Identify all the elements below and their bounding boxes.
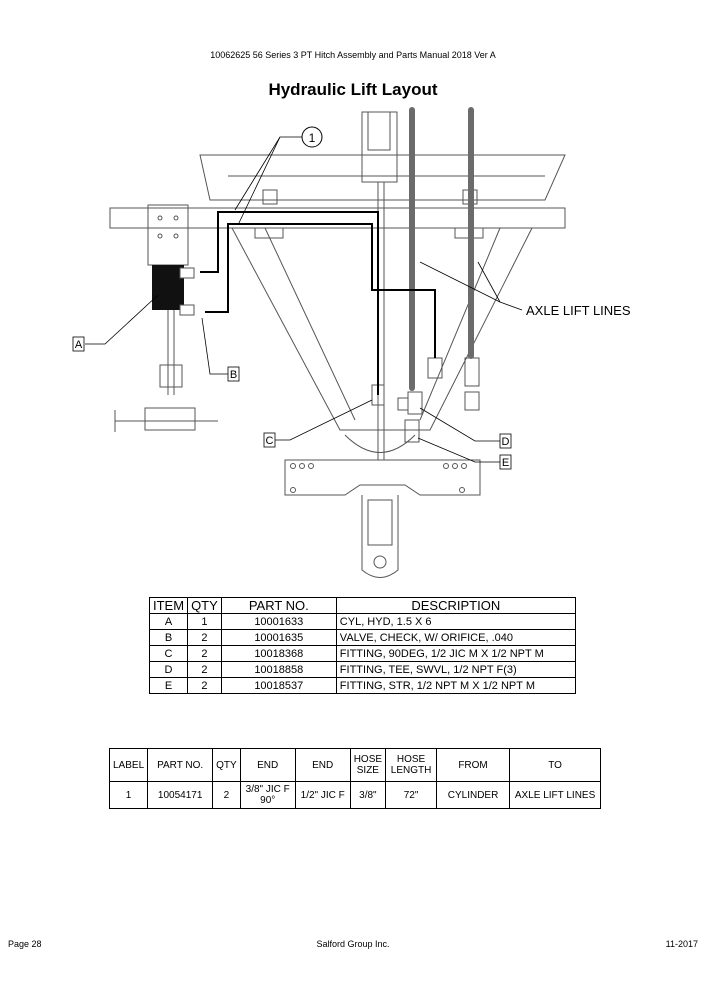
- header-from: FROM: [436, 748, 511, 782]
- header-part-no: PART NO.: [220, 597, 337, 614]
- header-part-no: PART NO.: [147, 748, 214, 782]
- description-cell: VALVE, CHECK, W/ ORIFICE, .040: [335, 629, 576, 646]
- center-mast: [361, 111, 398, 183]
- qty-cell: 1: [187, 613, 222, 630]
- part-no-cell: 10001635: [220, 629, 337, 646]
- page-number: Page 28: [8, 939, 42, 949]
- item-cell: A: [148, 613, 189, 630]
- header-end-2: END: [294, 748, 351, 782]
- table-row: B 2 10001635 VALVE, CHECK, W/ ORIFICE, .…: [148, 629, 576, 646]
- qty-cell: 2: [187, 645, 222, 662]
- table-row: E 2 10018537 FITTING, STR, 1/2 NPT M X 1…: [148, 677, 576, 694]
- hose-1a: [200, 211, 379, 395]
- part-no-cell: 10018858: [220, 661, 337, 678]
- end-2-cell: 1/2" JIC F: [294, 781, 351, 809]
- hose-table: LABEL PART NO. QTY END END HOSE SIZE HOS…: [108, 748, 602, 809]
- hydraulic-lift-diagram: 1 AXLE LIFT LINES A B C D E: [72, 107, 631, 578]
- callout-b-label: B: [230, 369, 237, 381]
- header-description: DESCRIPTION: [335, 597, 576, 614]
- cylinder: [152, 265, 184, 310]
- item-cell: B: [148, 629, 189, 646]
- description-cell: FITTING, TEE, SWVL, 1/2 NPT F(3): [335, 661, 576, 678]
- hose-size-cell: 3/8": [349, 781, 387, 809]
- description-cell: CYL, HYD, 1.5 X 6: [335, 613, 576, 630]
- part-no-cell: 10001633: [220, 613, 337, 630]
- qty-cell: 2: [187, 629, 222, 646]
- table-row: A 1 10001633 CYL, HYD, 1.5 X 6: [148, 613, 576, 630]
- header-qty: QTY: [187, 597, 222, 614]
- diagram-title: Hydraulic Lift Layout: [268, 80, 438, 99]
- callout-e-label: E: [502, 457, 509, 469]
- qty-cell: 2: [187, 661, 222, 678]
- part-no-cell: 10018537: [220, 677, 337, 694]
- clevis-plate: [284, 459, 481, 496]
- to-cell: AXLE LIFT LINES: [509, 781, 602, 809]
- from-cell: CYLINDER: [436, 781, 511, 809]
- header-qty: QTY: [212, 748, 241, 782]
- table-row: D 2 10018858 FITTING, TEE, SWVL, 1/2 NPT…: [148, 661, 576, 678]
- axle-lift-lines-label: AXLE LIFT LINES: [526, 303, 631, 318]
- cross-beam: [109, 207, 566, 229]
- parts-table: ITEM QTY PART NO. DESCRIPTION A 1 100016…: [148, 597, 576, 694]
- part-no-cell: 10018368: [220, 645, 337, 662]
- hose-length-cell: 72": [385, 781, 438, 809]
- header-to: TO: [509, 748, 602, 782]
- item-cell: D: [148, 661, 189, 678]
- end-1-cell: 3/8" JIC F 90°: [239, 781, 296, 809]
- hitch-frame: [199, 154, 566, 201]
- callout-c-label: C: [266, 435, 274, 447]
- callout-1-label: 1: [309, 131, 316, 145]
- table-row: C 2 10018368 FITTING, 90DEG, 1/2 JIC M X…: [148, 645, 576, 662]
- header-label: LABEL: [108, 748, 149, 782]
- callout-1-circle: [301, 126, 323, 148]
- item-cell: E: [148, 677, 189, 694]
- description-cell: FITTING, STR, 1/2 NPT M X 1/2 NPT M: [335, 677, 576, 694]
- header-hose-length: HOSE LENGTH: [385, 748, 438, 782]
- parts-table-header: ITEM QTY PART NO. DESCRIPTION: [148, 597, 576, 614]
- label-cell: 1: [108, 781, 149, 809]
- header-item: ITEM: [148, 597, 189, 614]
- header-hose-size: HOSE SIZE: [349, 748, 387, 782]
- qty-cell: 2: [187, 677, 222, 694]
- header-end-1: END: [239, 748, 296, 782]
- drawbar: [361, 495, 399, 578]
- table-row: 1 10054171 2 3/8" JIC F 90° 1/2" JIC F 3…: [108, 781, 602, 809]
- company-name: Salford Group Inc.: [316, 939, 390, 949]
- callout-d-label: D: [502, 436, 510, 448]
- part-no-cell: 10054171: [147, 781, 214, 809]
- qty-cell: 2: [212, 781, 241, 809]
- revision-date: 11-2017: [665, 939, 698, 949]
- hose-table-header: LABEL PART NO. QTY END END HOSE SIZE HOS…: [108, 748, 602, 782]
- callout-a-label: A: [75, 339, 83, 351]
- item-cell: C: [148, 645, 189, 662]
- description-cell: FITTING, 90DEG, 1/2 JIC M X 1/2 NPT M: [335, 645, 576, 662]
- hose-1b: [205, 223, 436, 358]
- document-header: 10062625 56 Series 3 PT Hitch Assembly a…: [210, 50, 496, 60]
